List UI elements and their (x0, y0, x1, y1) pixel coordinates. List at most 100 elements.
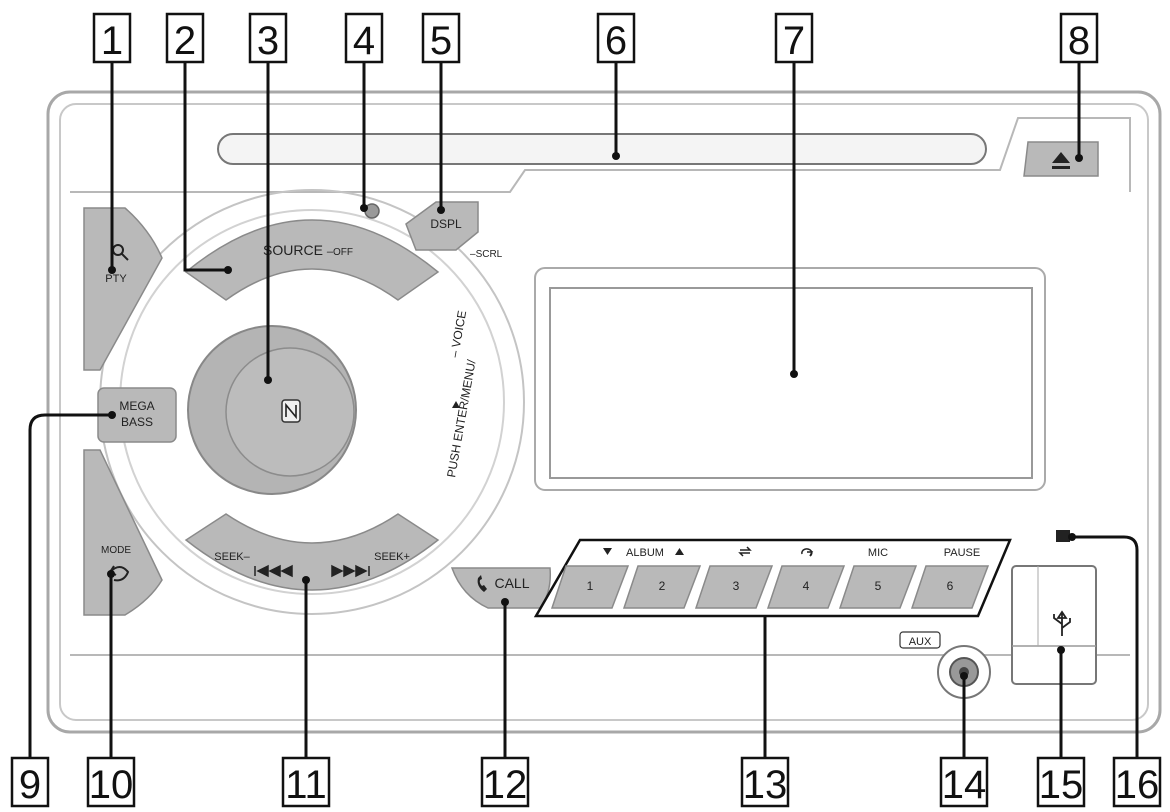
reset-icon (1056, 530, 1070, 542)
callout-16: 16 (1112, 756, 1162, 808)
aux-label: AUX (909, 636, 932, 648)
svg-text:5: 5 (430, 19, 452, 63)
dspl-button[interactable] (405, 201, 479, 251)
up-arrow-icon (452, 401, 460, 408)
svg-text:4: 4 (353, 19, 375, 63)
shuffle-icon (738, 546, 752, 557)
svg-text:2: 2 (174, 19, 196, 63)
leader-16 (1072, 535, 1139, 758)
leader-dot-15 (1057, 646, 1065, 654)
album-label: ALBUM (626, 547, 664, 559)
callout-12: 12 (480, 756, 530, 808)
display-window (549, 287, 1033, 479)
leader-dot-4 (360, 204, 368, 212)
svg-text:6: 6 (605, 19, 627, 63)
mega-label: MEGA (119, 399, 154, 413)
display-window-outer (534, 267, 1046, 491)
callout-8: 8 (1059, 12, 1099, 64)
disc-slot (217, 133, 987, 165)
call-label: CALL (494, 575, 529, 591)
preset-button-4[interactable] (766, 565, 846, 609)
preset-label-5: 5 (875, 579, 882, 593)
preset-bar (533, 538, 1012, 618)
search-icon (112, 244, 129, 261)
fast-forward-icon (331, 564, 370, 578)
svg-text:3: 3 (257, 19, 279, 63)
callout-2: 2 (165, 12, 205, 64)
callout-15: 15 (1036, 756, 1086, 808)
dspl-label: DSPL (430, 217, 462, 231)
upper-divider (70, 117, 1131, 193)
mic-label: MIC (868, 547, 888, 559)
preset-label-2: 2 (659, 579, 666, 593)
callout-10: 10 (86, 756, 136, 808)
svg-text:12: 12 (483, 763, 528, 807)
svg-text:1: 1 (101, 19, 123, 63)
leader-dot-2 (224, 266, 232, 274)
pause-label: PAUSE (944, 547, 980, 559)
preset-button-5[interactable] (838, 565, 918, 609)
svg-text:13: 13 (743, 763, 788, 807)
leader-dot-11 (302, 576, 310, 584)
preset-label-6: 6 (947, 579, 954, 593)
leader-dot-5 (437, 206, 445, 214)
rewind-icon (254, 564, 293, 578)
scrl-label: –SCRL (470, 249, 503, 260)
preset-button-3[interactable] (694, 565, 774, 609)
preset-label-1: 1 (587, 579, 594, 593)
callout-9: 9 (10, 756, 50, 808)
svg-text:10: 10 (89, 763, 134, 807)
repeat-icon (801, 548, 814, 557)
preset-button-2[interactable] (622, 565, 702, 609)
callout-14: 14 (939, 756, 989, 808)
callout-11: 11 (281, 756, 331, 808)
phone-icon (477, 575, 487, 592)
leader-dot-8 (1075, 154, 1083, 162)
leader-dot-3 (264, 376, 272, 384)
source-off-button[interactable] (184, 219, 440, 301)
leader-dot-6 (612, 152, 620, 160)
callout-4: 4 (344, 12, 384, 64)
source-label: SOURCE –OFF (263, 242, 353, 258)
callout-13: 13 (740, 756, 790, 808)
preset-buttons: 1 2 3 4 5 6 (550, 565, 990, 609)
album-up-icon (675, 548, 684, 555)
svg-text:16: 16 (1115, 763, 1160, 807)
preset-button-6[interactable] (910, 565, 990, 609)
seek-button[interactable] (184, 513, 440, 591)
svg-text:8: 8 (1068, 19, 1090, 63)
svg-text:9: 9 (19, 763, 41, 807)
callout-1: 1 (92, 12, 132, 64)
pty-label: PTY (105, 273, 127, 285)
leader-2 (183, 62, 228, 272)
svg-text:15: 15 (1039, 763, 1084, 807)
preset-button-1[interactable] (550, 565, 630, 609)
callout-5: 5 (421, 12, 461, 64)
nfc-icon-mark (285, 402, 297, 420)
svg-text:11: 11 (285, 763, 327, 807)
leader-dot-10 (107, 570, 115, 578)
album-down-icon (603, 548, 612, 555)
preset-label-4: 4 (803, 579, 810, 593)
leader-dot-1 (108, 266, 116, 274)
faceplate-inner (59, 103, 1149, 721)
preset-label-3: 3 (733, 579, 740, 593)
mode-label: MODE (101, 545, 131, 556)
callout-6: 6 (596, 12, 636, 64)
leader-dot-14 (960, 672, 968, 680)
seek-plus-label: SEEK+ (374, 551, 410, 563)
usb-port-cover[interactable] (1011, 565, 1097, 685)
leader-dot-12 (501, 598, 509, 606)
pty-button[interactable] (83, 207, 163, 371)
seek-minus-label: SEEK– (214, 551, 250, 563)
callout-7: 7 (774, 12, 814, 64)
leader-dot-16 (1068, 533, 1076, 541)
callout-3: 3 (248, 12, 288, 64)
mode-button[interactable] (83, 449, 163, 616)
leader-dot-9 (108, 411, 116, 419)
eject-icon (1052, 152, 1070, 169)
usb-icon (1053, 610, 1071, 636)
leader-dot-7 (790, 370, 798, 378)
